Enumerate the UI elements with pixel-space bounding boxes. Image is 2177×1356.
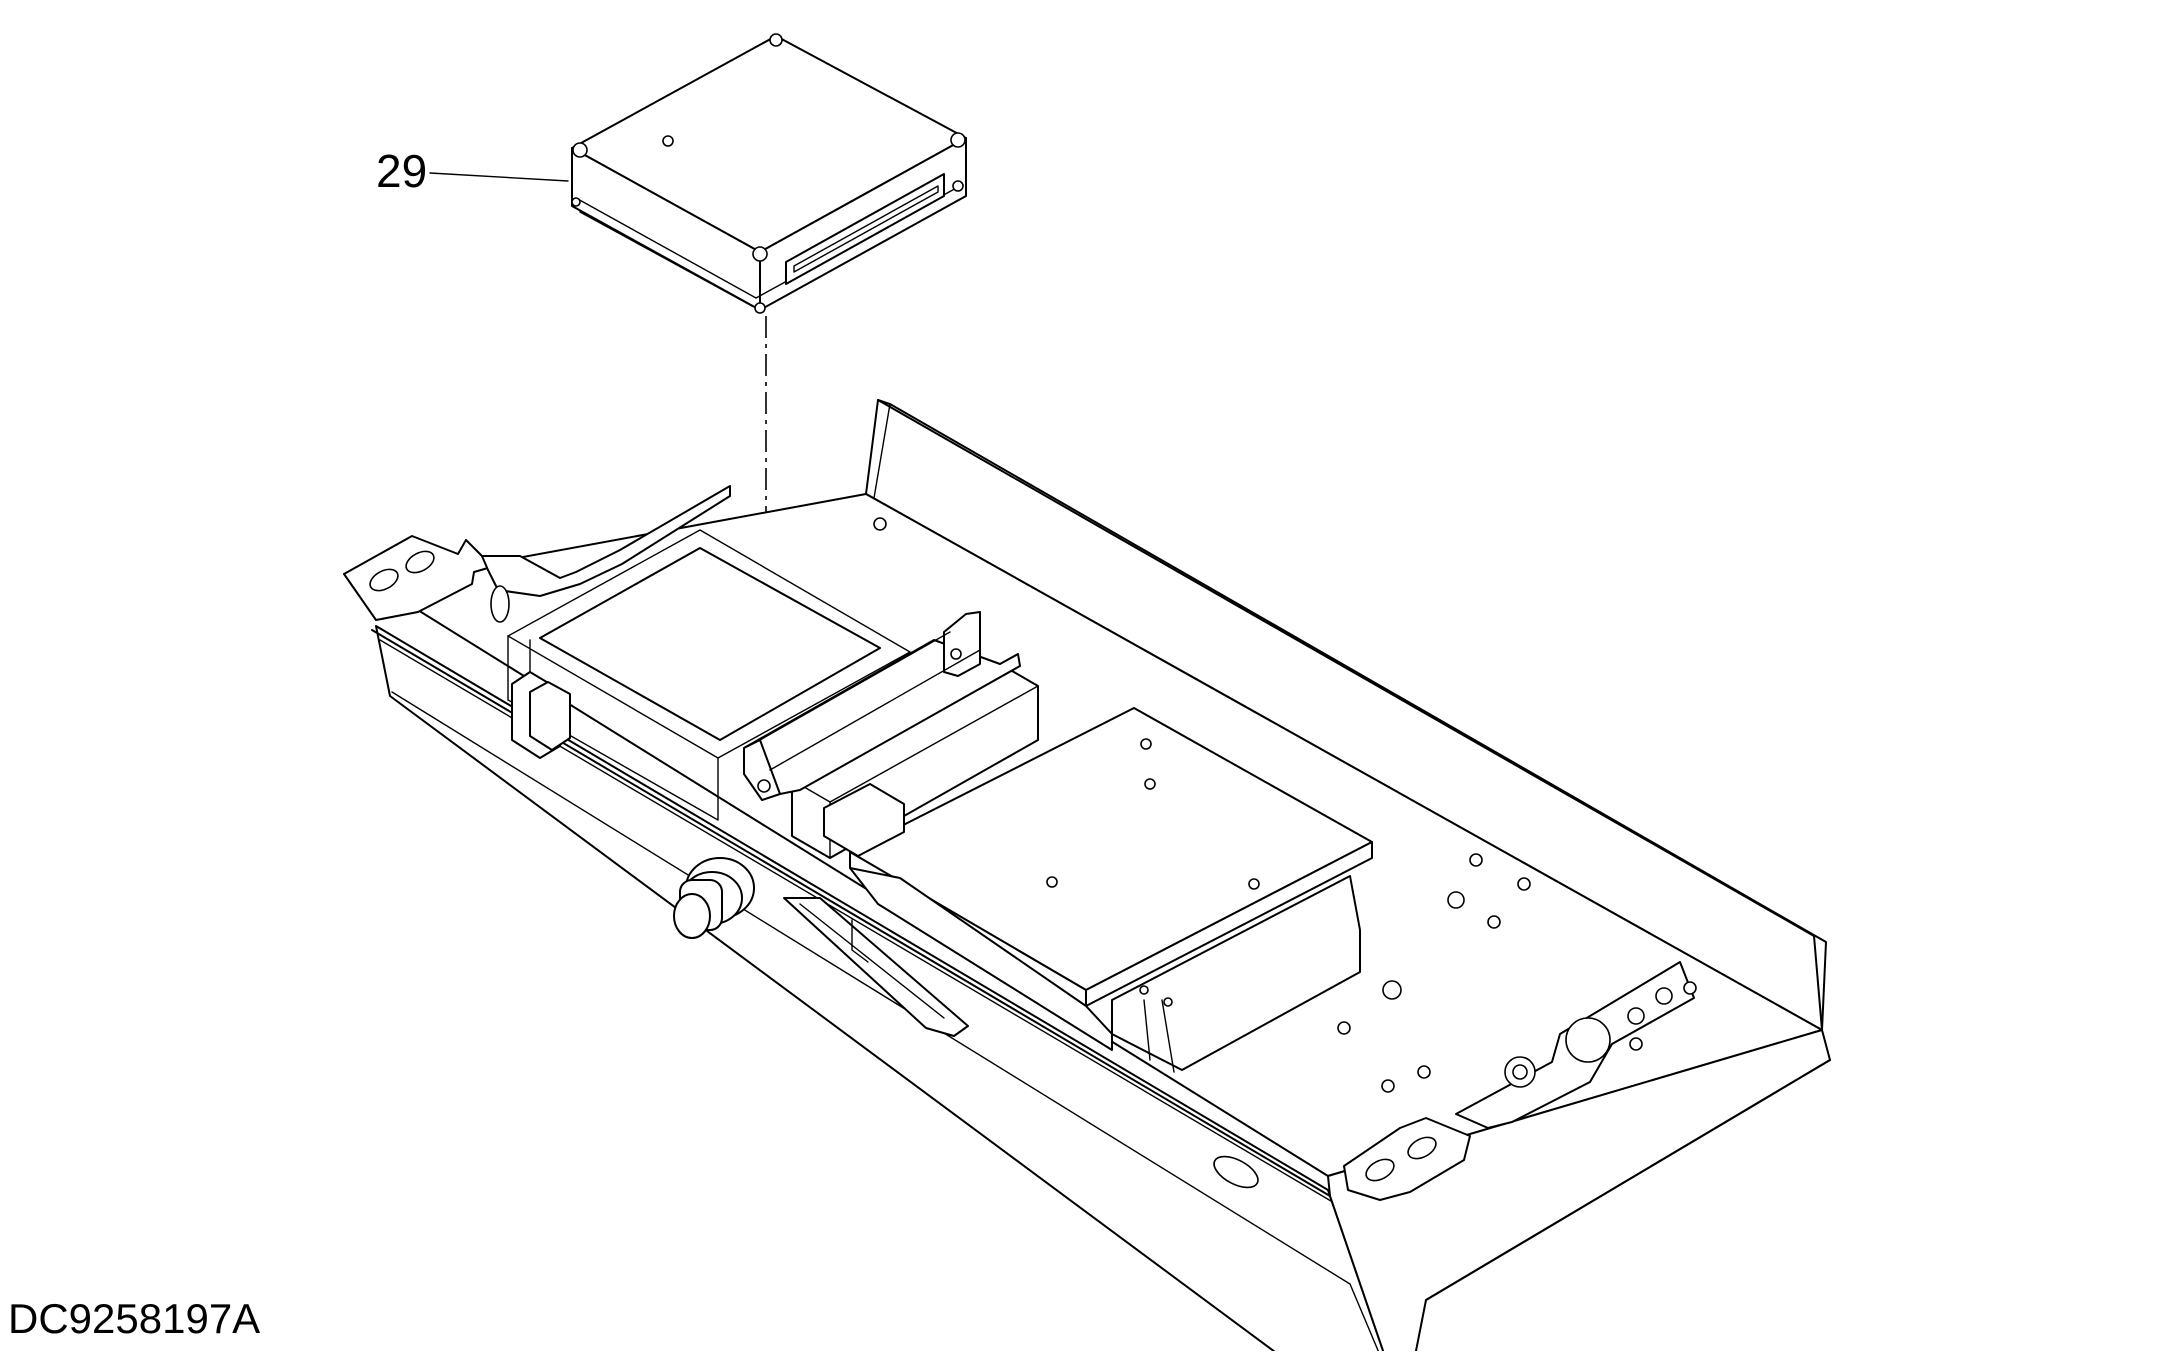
callout-leader-29: [429, 172, 569, 182]
tray-front-panel: [375, 625, 1386, 1356]
screw-icon: [950, 132, 966, 148]
sheet-bracket: [743, 611, 1021, 801]
screw-icon: [752, 246, 768, 262]
drawing-id-label: DC9258197A: [8, 1295, 261, 1342]
round-connector: [673, 857, 755, 939]
controller-connector-slot: [785, 173, 945, 285]
relay-block: [511, 671, 905, 857]
left-mount-frame: [507, 529, 911, 821]
screw-icon: [769, 33, 783, 47]
front-window-slot: [783, 897, 969, 1037]
callout-label-29: 29: [376, 145, 427, 197]
controller-unit-29: [571, 33, 967, 314]
screw-icon: [572, 142, 588, 158]
screw-icon: [754, 302, 766, 314]
